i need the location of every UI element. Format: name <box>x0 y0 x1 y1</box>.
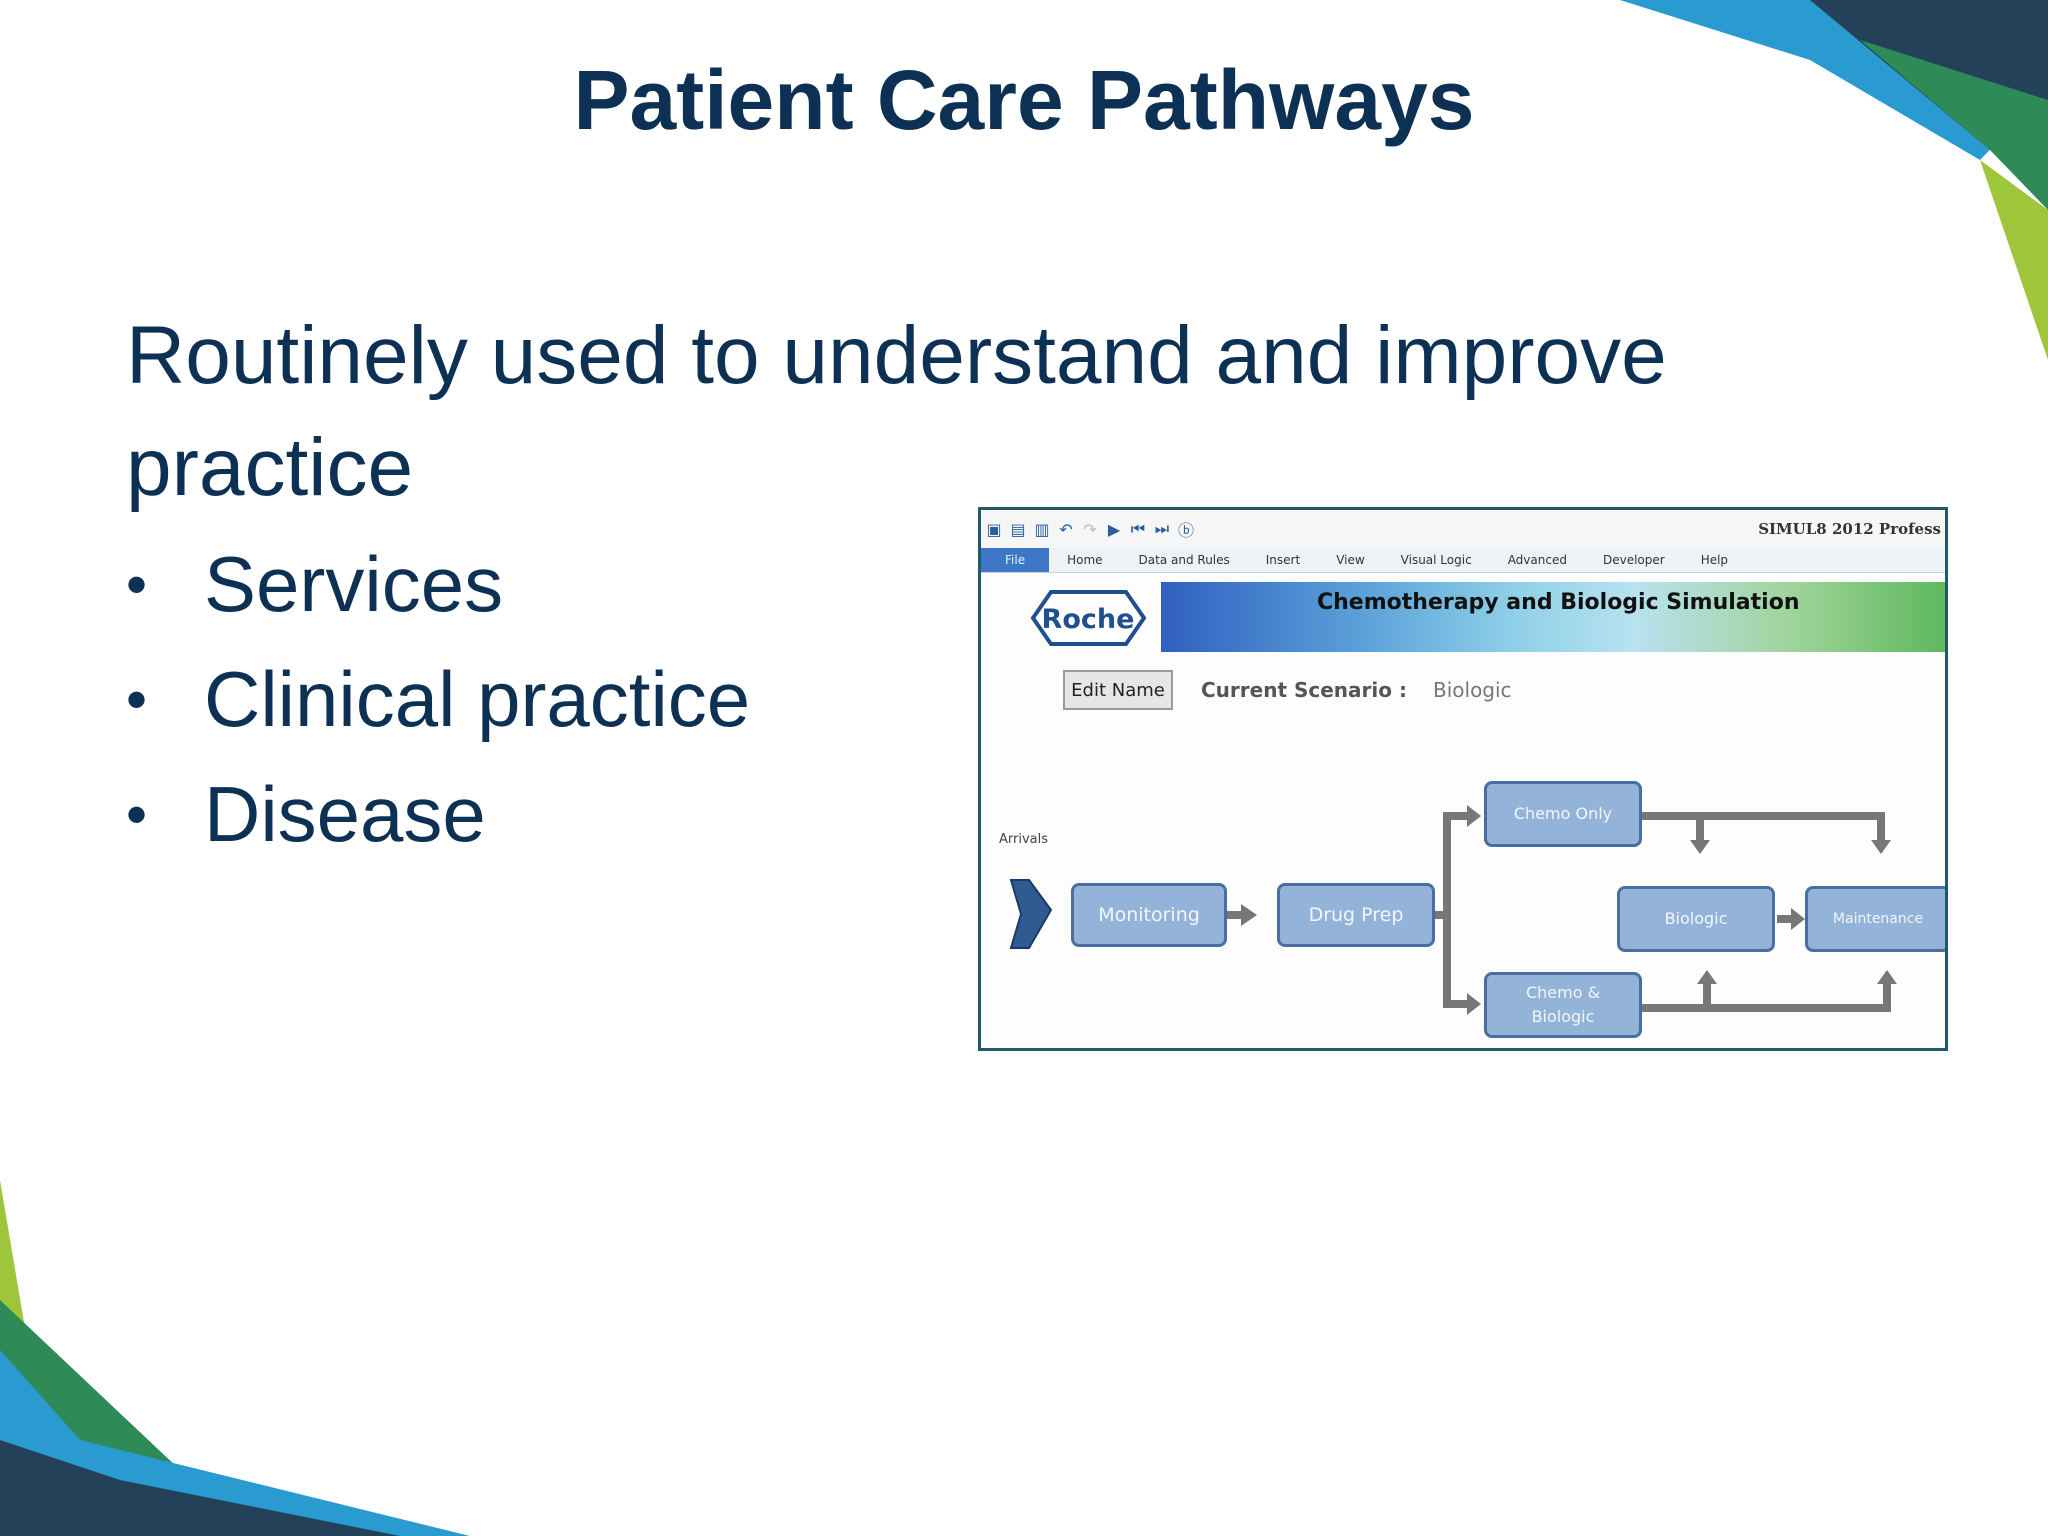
tab-developer[interactable]: Developer <box>1602 553 1665 567</box>
bullet-clinical-practice: Clinical practice <box>204 655 751 743</box>
node-biologic[interactable]: Biologic <box>1617 886 1775 952</box>
roche-logo: Roche <box>1030 590 1147 646</box>
redo-icon[interactable]: ↷ <box>1083 519 1097 539</box>
app-title: SIMUL8 2012 Profess <box>1758 520 1941 538</box>
play-icon[interactable]: ▶ <box>1107 519 1121 539</box>
list-item: • Clinical practice <box>126 642 750 757</box>
arrivals-arrow-icon <box>1009 879 1053 949</box>
slide-title: Patient Care Pathways <box>573 53 1475 147</box>
ribbon-tabs: File Home Data and Rules Insert View Vis… <box>981 548 1945 573</box>
app-icon[interactable]: ▣ <box>986 519 1002 539</box>
undo-icon[interactable]: ↶ <box>1059 519 1073 539</box>
open-icon[interactable]: ▤ <box>1010 519 1026 539</box>
flow-connectors <box>1009 805 1897 1015</box>
node-monitoring[interactable]: Monitoring <box>1071 883 1227 947</box>
node-maintenance[interactable]: Maintenance <box>1805 886 1945 952</box>
node-chemo-only[interactable]: Chemo Only <box>1484 781 1642 847</box>
node-chemo-and-biologic-line2: Biologic <box>1531 1007 1595 1026</box>
simulation-screenshot: ▣ ▤ ▥ ↶ ↷ ▶ ⏮ ⏭ ⓑ SIMUL8 2012 Profess Fi… <box>978 507 1948 1051</box>
bullet-list: • Services • Clinical practice • Disease <box>126 527 750 872</box>
node-chemo-and-biologic-line1: Chemo & <box>1525 983 1601 1002</box>
bullet-services: Services <box>204 540 504 628</box>
tab-view[interactable]: View <box>1336 553 1365 567</box>
tab-data-and-rules[interactable]: Data and Rules <box>1138 553 1230 567</box>
edit-name-button[interactable]: Edit Name <box>1063 670 1173 710</box>
top-right-decoration <box>1570 0 2048 360</box>
tab-visual-logic[interactable]: Visual Logic <box>1400 553 1472 567</box>
help-circle-icon[interactable]: ⓑ <box>1177 521 1194 540</box>
tab-help[interactable]: Help <box>1700 553 1729 567</box>
roche-logo-text: Roche <box>1042 604 1135 635</box>
scenario-value: Biologic <box>1433 678 1512 702</box>
banner-title: Chemotherapy and Biologic Simulation <box>1317 590 1800 615</box>
banner-image <box>1161 582 1945 652</box>
quick-access-toolbar: ▣ ▤ ▥ ↶ ↷ ▶ ⏮ ⏭ ⓑ SIMUL8 2012 Profess <box>981 510 1945 548</box>
bullet-icon: • <box>126 666 148 733</box>
tab-advanced[interactable]: Advanced <box>1507 553 1567 567</box>
bottom-left-decoration <box>0 1180 470 1536</box>
rewind-icon[interactable]: ⏮ <box>1130 519 1146 538</box>
arrivals-label: Arrivals <box>999 832 1049 847</box>
lead-text: Routinely used to understand and improve… <box>126 310 1667 513</box>
list-item: • Disease <box>126 757 750 872</box>
bullet-icon: • <box>126 781 148 848</box>
tab-file[interactable]: File <box>981 548 1050 572</box>
save-icon[interactable]: ▥ <box>1034 519 1050 539</box>
tab-home[interactable]: Home <box>1067 553 1103 567</box>
bullet-disease: Disease <box>204 770 486 858</box>
node-drug-prep[interactable]: Drug Prep <box>1277 883 1435 947</box>
bullet-icon: • <box>126 551 148 618</box>
list-item: • Services <box>126 527 750 642</box>
node-chemo-and-biologic[interactable]: Chemo & Biologic <box>1484 972 1642 1038</box>
tab-insert[interactable]: Insert <box>1265 553 1301 567</box>
scenario-label: Current Scenario : <box>1201 678 1407 702</box>
step-icon[interactable]: ⏭ <box>1154 519 1170 538</box>
